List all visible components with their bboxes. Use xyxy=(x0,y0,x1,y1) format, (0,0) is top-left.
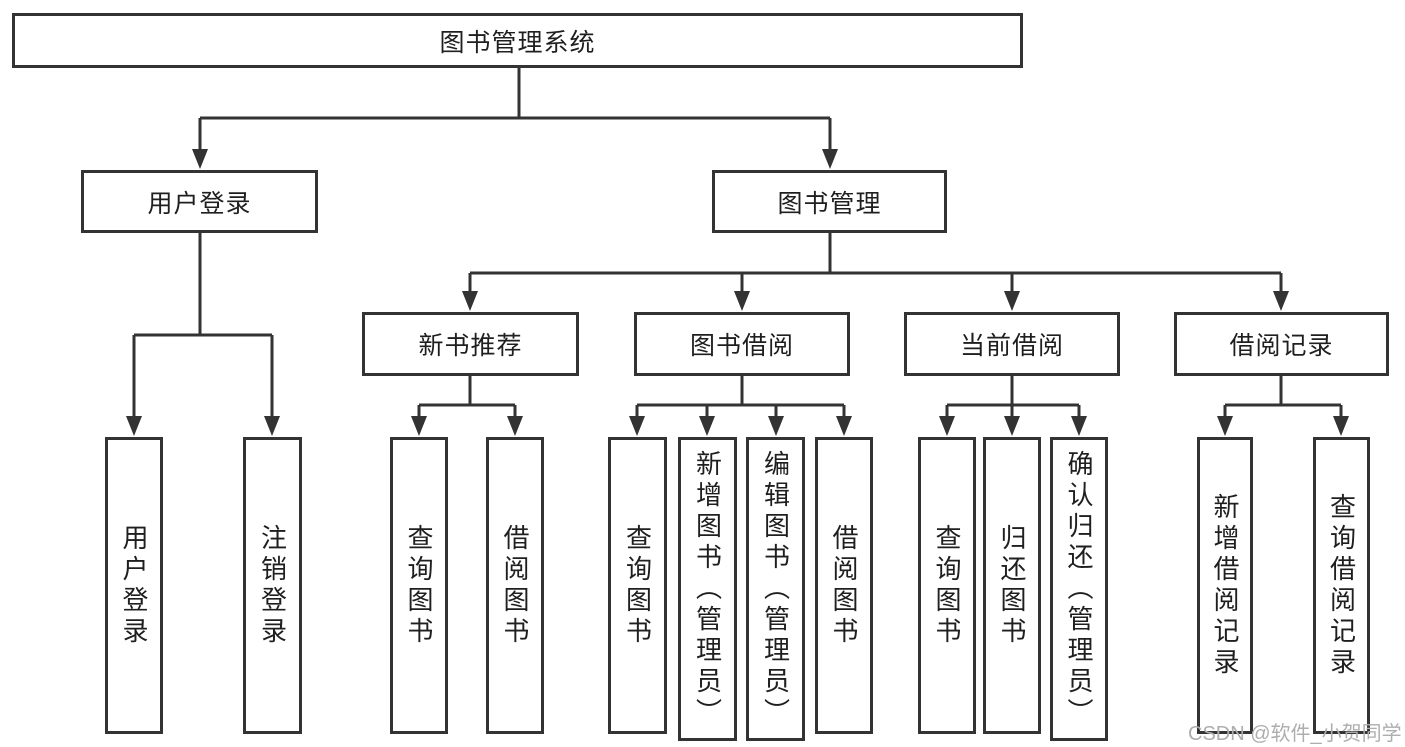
leaf-borrowing-query-books-label: 查询图书 xyxy=(622,523,653,648)
leaf-records-query-record-label: 查询借阅记录 xyxy=(1326,492,1357,679)
leaf-borrowing-add-books-admin: 新增图书（管理员） xyxy=(678,437,737,741)
node-current-borrowing: 当前借阅 xyxy=(904,312,1120,376)
watermark-text: CSDN @软件_小贺同学 xyxy=(1188,723,1402,745)
leaf-borrowing-edit-books-admin: 编辑图书（管理员） xyxy=(746,437,805,741)
leaf-records-add-record: 新增借阅记录 xyxy=(1197,437,1253,734)
leaf-borrowing-add-books-admin-label: 新增图书（管理员） xyxy=(692,449,723,729)
leaf-records-query-record: 查询借阅记录 xyxy=(1313,437,1370,734)
node-book-management: 图书管理 xyxy=(712,170,947,233)
leaf-recommend-borrow-books: 借阅图书 xyxy=(486,437,544,734)
arrowheads xyxy=(126,149,1349,436)
leaf-current-confirm-return-admin-label: 确认归还（管理员） xyxy=(1064,449,1094,729)
leaf-borrowing-query-books: 查询图书 xyxy=(608,437,667,734)
node-user-login-label: 用户登录 xyxy=(147,189,252,218)
node-current-borrowing-label: 当前借阅 xyxy=(959,332,1064,360)
leaf-records-add-record-label: 新增借阅记录 xyxy=(1210,492,1240,679)
leaf-current-query-books: 查询图书 xyxy=(918,437,976,734)
leaf-current-return-books-label: 归还图书 xyxy=(997,523,1027,648)
leaf-recommend-borrow-books-label: 借阅图书 xyxy=(500,523,530,648)
leaf-borrowing-borrow-books-label: 借阅图书 xyxy=(829,523,859,648)
leaf-recommend-query-books: 查询图书 xyxy=(390,437,448,734)
leaf-user-login-label: 用户登录 xyxy=(119,523,149,648)
leaf-current-confirm-return-admin: 确认归还（管理员） xyxy=(1050,437,1108,741)
leaf-borrowing-borrow-books: 借阅图书 xyxy=(815,437,873,734)
node-book-borrowing: 图书借阅 xyxy=(634,312,850,376)
node-root-label: 图书管理系统 xyxy=(439,28,596,57)
leaf-current-query-books-label: 查询图书 xyxy=(932,523,962,648)
leaf-logout-label: 注销登录 xyxy=(257,523,288,648)
node-book-borrowing-label: 图书借阅 xyxy=(689,332,794,360)
leaf-borrowing-edit-books-admin-label: 编辑图书（管理员） xyxy=(760,449,791,729)
node-root: 图书管理系统 xyxy=(12,13,1023,68)
leaf-current-return-books: 归还图书 xyxy=(983,437,1041,734)
leaf-logout: 注销登录 xyxy=(243,437,302,734)
node-user-login: 用户登录 xyxy=(81,170,318,233)
node-new-book-recommend-label: 新书推荐 xyxy=(418,332,523,360)
node-borrowing-records-label: 借阅记录 xyxy=(1229,332,1334,360)
leaf-user-login: 用户登录 xyxy=(105,437,163,734)
node-borrowing-records: 借阅记录 xyxy=(1174,312,1389,376)
node-new-book-recommend: 新书推荐 xyxy=(362,312,579,376)
node-book-management-label: 图书管理 xyxy=(777,189,882,218)
leaf-recommend-query-books-label: 查询图书 xyxy=(404,523,434,648)
